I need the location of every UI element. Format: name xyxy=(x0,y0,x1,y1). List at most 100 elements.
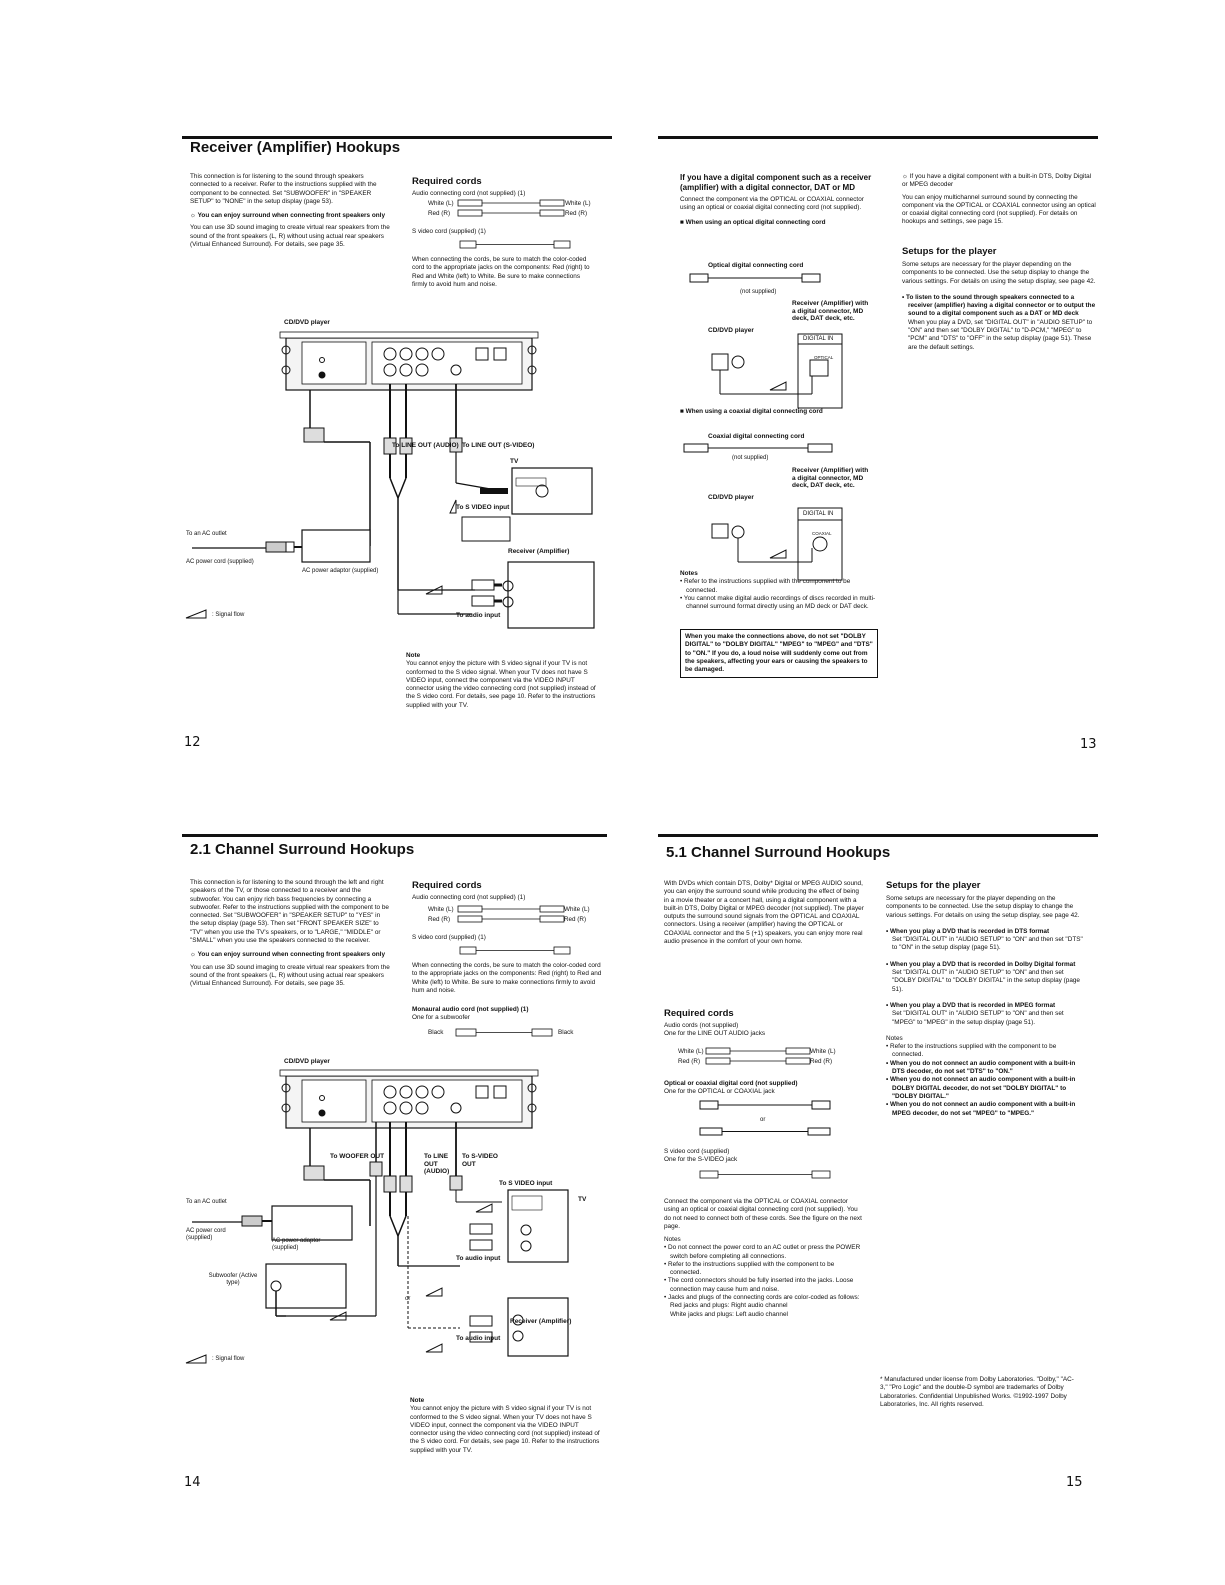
label-ac-cord: AC power cord (supplied) xyxy=(186,1228,226,1241)
label-tv: TV xyxy=(510,458,519,465)
label-black-2: Black xyxy=(558,1029,574,1036)
label-white-l: White (L) xyxy=(428,200,454,207)
p13-notes: Notes • Refer to the instructions suppli… xyxy=(680,570,876,611)
p15-intro: With DVDs which contain DTS, Dolby* Digi… xyxy=(664,880,864,946)
label-red-r: Red (R) xyxy=(428,210,451,217)
p12-hookup-diagram xyxy=(192,331,595,629)
label-coaxial: COAXIAL xyxy=(812,531,832,536)
svideo-cord-icon xyxy=(459,946,571,955)
p14-mono-cord: Monaural audio cord (not supplied) (1) O… xyxy=(412,1006,529,1022)
page-number-13: 13 xyxy=(1080,737,1097,752)
label-ac-cord: AC power cord (supplied) xyxy=(186,559,254,565)
label-digital-in-2: DIGITAL IN xyxy=(803,511,834,517)
audio-cord-icon xyxy=(705,1047,811,1065)
label-white-l-2: White (L) xyxy=(810,1048,836,1055)
label-receiver-digital-2: Receiver (Amplifier) with a digital conn… xyxy=(792,467,869,489)
p14-player-label: CD/DVD player xyxy=(284,1058,330,1065)
label-to-ac-outlet: To an AC outlet xyxy=(186,1199,227,1205)
label-optical-cord: Optical digital connecting cord xyxy=(708,262,804,269)
rule-p12 xyxy=(182,136,612,139)
tip-icon: ☼ xyxy=(190,212,196,220)
label-red-r: Red (R) xyxy=(428,916,451,923)
p14-intro: This connection is for listening to the … xyxy=(190,879,390,988)
label-svideo-cord: S video cord (supplied) (1) xyxy=(412,228,486,235)
audio-cord-icon xyxy=(457,199,565,217)
p13-setups: Setups for the player Some setups are ne… xyxy=(902,246,1096,351)
label-to-svideo-out: To S-VIDEO OUT xyxy=(462,1153,498,1168)
rule-p13 xyxy=(658,136,1098,139)
p15-svideo-cord: S video cord (supplied) One for the S-VI… xyxy=(664,1148,738,1164)
optical-hookup-diagram xyxy=(711,333,843,409)
label-tv: TV xyxy=(578,1196,587,1203)
label-signal-flow: : Signal flow xyxy=(212,1356,245,1362)
p14-hookup-diagram xyxy=(192,1069,569,1357)
label-not-supplied: (not supplied) xyxy=(740,289,777,295)
p15-required-cords: Required cords Audio cords (not supplied… xyxy=(664,1008,766,1038)
page-number-12: 12 xyxy=(184,735,201,750)
label-receiver: Receiver (Amplifier) xyxy=(508,548,570,555)
page-number-14: 14 xyxy=(184,1475,201,1490)
p13-tip: ☼ If you have a digital component with a… xyxy=(902,173,1096,226)
p13-digital-section: If you have a digital component such as … xyxy=(680,173,872,226)
p15-setups: Setups for the player Some setups are ne… xyxy=(886,880,1083,1117)
label-optical: OPTICAL xyxy=(814,355,834,360)
signal-flow-icon xyxy=(185,609,207,619)
label-to-svideo-input: To S VIDEO input xyxy=(456,504,510,511)
p15-notes: Notes • Do not connect the power cord to… xyxy=(664,1236,861,1318)
label-white-l-2: White (L) xyxy=(565,200,591,207)
label-signal-flow: : Signal flow xyxy=(212,612,245,618)
p14-req-note: When connecting the cords, be sure to ma… xyxy=(412,962,602,994)
coaxial-cord-icon xyxy=(683,443,833,453)
page-title-p14: 2.1 Channel Surround Hookups xyxy=(190,841,415,858)
p14-note: Note You cannot enjoy the picture with S… xyxy=(410,1397,600,1454)
label-to-ac-outlet: To an AC outlet xyxy=(186,531,227,537)
mono-cord-icon xyxy=(455,1028,553,1037)
label-black: Black xyxy=(428,1029,444,1036)
label-to-audio-input-2: To audio input xyxy=(456,1335,501,1342)
page-title-p15: 5.1 Channel Surround Hookups xyxy=(666,844,891,861)
p15-optical-cord: Optical or coaxial digital cord (not sup… xyxy=(664,1080,798,1096)
label-red-r-2: Red (R) xyxy=(564,916,587,923)
label-ac-adaptor: AC power adaptor (supplied) xyxy=(272,1238,321,1251)
p12-note: Note You cannot enjoy the picture with S… xyxy=(406,652,596,709)
audio-cord-icon xyxy=(457,905,565,923)
p15-footnote: * Manufactured under license from Dolby … xyxy=(880,1376,1074,1408)
label-white-l: White (L) xyxy=(428,906,454,913)
p15-connect-text: Connect the component via the OPTICAL or… xyxy=(664,1198,862,1230)
coaxial-hookup-diagram xyxy=(711,507,843,581)
p13-warning-box: When you make the connections above, do … xyxy=(680,629,878,679)
label-to-line-out-svideo: To LINE OUT (S-VIDEO) xyxy=(462,442,535,449)
label-to-svideo-input: To S VIDEO input xyxy=(499,1180,553,1187)
label-digital-in: DIGITAL IN xyxy=(803,336,834,342)
p14-required-cords: Required cords Audio connecting cord (no… xyxy=(412,880,526,901)
label-red-r-2: Red (R) xyxy=(565,210,588,217)
tip-icon: ☼ xyxy=(190,951,196,959)
label-to-audio-input: To audio input xyxy=(456,612,501,619)
tip-icon: ☼ xyxy=(902,173,908,180)
rule-p15 xyxy=(658,834,1098,837)
label-to-audio-input: To audio input xyxy=(456,1255,501,1262)
label-receiver-digital: Receiver (Amplifier) with a digital conn… xyxy=(792,300,869,322)
label-or: or xyxy=(405,1296,411,1302)
p12-intro: This connection is for listening to the … xyxy=(190,173,390,249)
rule-p14 xyxy=(182,834,607,837)
label-to-line-out-audio: To LINE OUT (AUDIO) xyxy=(424,1153,450,1175)
label-to-line-out-audio: To LINE OUT (AUDIO) xyxy=(392,442,459,449)
label-white-l-2: White (L) xyxy=(564,906,590,913)
optical-coaxial-cord-icon xyxy=(699,1100,831,1136)
signal-flow-icon xyxy=(185,1354,207,1364)
page-title-p12: Receiver (Amplifier) Hookups xyxy=(190,139,401,156)
label-svideo-cord: S video cord (supplied) (1) xyxy=(412,934,486,941)
label-receiver: Receiver (Amplifier) xyxy=(510,1318,572,1325)
label-player: CD/DVD player xyxy=(708,327,754,334)
p12-required-cords: Required cords Audio connecting cord (no… xyxy=(412,176,526,197)
label-ac-adaptor: AC power adaptor (supplied) xyxy=(302,568,379,574)
label-red-r: Red (R) xyxy=(678,1058,701,1065)
label-red-r-2: Red (R) xyxy=(810,1058,833,1065)
p12-req-note: When connecting the cords, be sure to ma… xyxy=(412,256,590,288)
label-or: or xyxy=(760,1117,766,1123)
optical-cord-icon xyxy=(689,273,821,283)
p13-coaxial-bullet: ■ When using a coaxial digital connectin… xyxy=(680,408,823,415)
label-coaxial-cord: Coaxial digital connecting cord xyxy=(708,433,805,440)
svideo-cord-icon xyxy=(699,1170,831,1179)
